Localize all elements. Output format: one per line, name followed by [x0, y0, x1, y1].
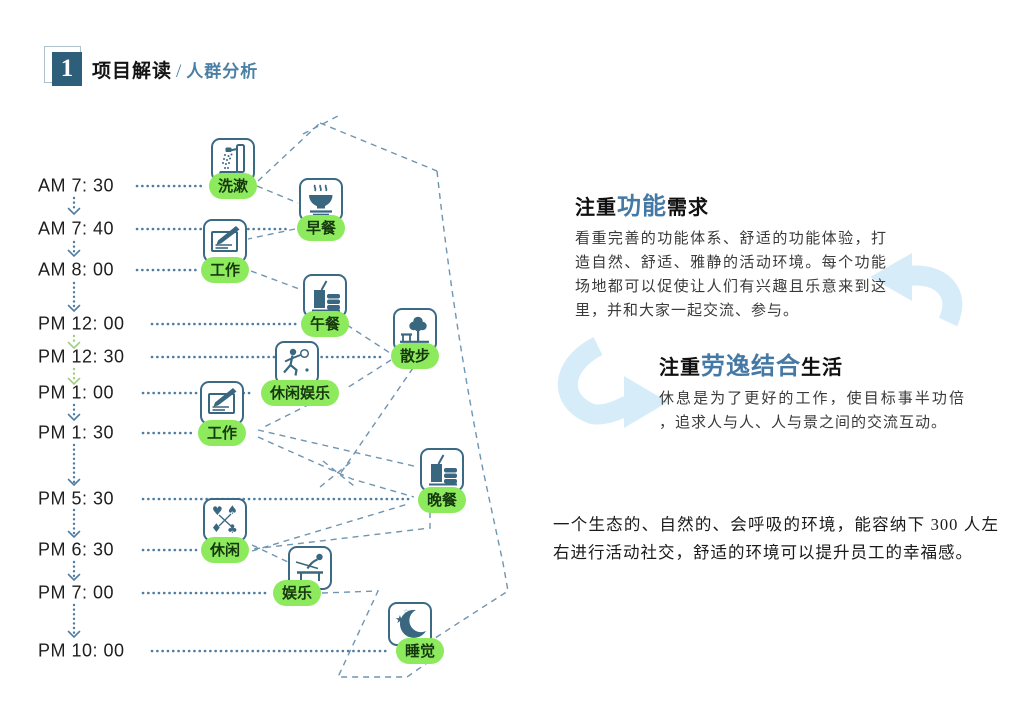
- note-title-prefix: 注重: [659, 357, 701, 379]
- time-label: PM 1: 00: [38, 382, 115, 403]
- breakfast-icon: [299, 178, 343, 222]
- time-label: PM 7: 00: [38, 582, 115, 603]
- time-label: PM 1: 30: [38, 422, 115, 443]
- lunch-icon: [303, 274, 347, 318]
- title-sub: 人群分析: [186, 62, 259, 81]
- activity-label: 休闲: [200, 537, 250, 563]
- note-function-needs: 注重功能需求 看重完善的功能体系、舒适的功能体验，打造自然、舒适、雅静的活动环境…: [575, 186, 887, 323]
- summary-text: 一个生态的、自然的、会呼吸的环境，能容纳下 300 人左右进行活动社交，舒适的环…: [553, 515, 999, 562]
- time-label: PM 10: 00: [38, 640, 125, 661]
- activity-label: 工作: [200, 257, 250, 283]
- time-label: AM 7: 30: [38, 175, 115, 196]
- activity-label: 晚餐: [417, 487, 467, 513]
- note-title-highlight: 功能: [617, 194, 667, 220]
- page-title: 项目解读/人群分析: [92, 56, 258, 83]
- section-number: 1: [52, 52, 82, 86]
- time-label: AM 7: 40: [38, 218, 115, 239]
- title-main: 项目解读: [92, 61, 173, 82]
- svg-text:♥: ♥: [212, 504, 223, 518]
- note-title-prefix: 注重: [575, 197, 617, 219]
- activity-label: 睡觉: [395, 638, 445, 664]
- activity-label: 散步: [390, 343, 440, 369]
- note-body: 看重完善的功能体系、舒适的功能体验，打造自然、舒适、雅静的活动环境。每个功能场地…: [575, 231, 887, 319]
- note-title: 注重劳逸结合生活: [659, 346, 965, 381]
- note-title-highlight: 劳逸结合: [701, 354, 801, 380]
- curved-arrow-right-icon: [557, 337, 668, 428]
- svg-text:♦: ♦: [211, 521, 222, 535]
- note-body: 休息是为了更好的工作，使目标事半功倍 ，追求人与人、人与景之间的交流互动。: [659, 391, 965, 431]
- leisure-sports-icon: [275, 341, 319, 385]
- work-icon: [200, 381, 244, 425]
- time-label: PM 5: 30: [38, 488, 115, 509]
- svg-text:♣: ♣: [227, 522, 238, 536]
- title-separator: /: [176, 61, 183, 82]
- time-label: AM 8: 00: [38, 259, 115, 280]
- activity-label: 休闲娱乐: [260, 380, 340, 406]
- activity-label: 娱乐: [272, 580, 322, 606]
- activity-label: 洗漱: [208, 173, 258, 199]
- dinner-icon: [420, 448, 464, 492]
- note-title: 注重功能需求: [575, 186, 887, 221]
- note-title-suffix: 生活: [801, 357, 843, 379]
- note-title-suffix: 需求: [667, 197, 709, 219]
- note-work-rest-balance: 注重劳逸结合生活 休息是为了更好的工作，使目标事半功倍 ，追求人与人、人与景之间…: [659, 346, 965, 435]
- dotted-leaders: [135, 184, 412, 653]
- cards-icon: ♥ ♠ ♦ ♣: [203, 498, 247, 542]
- curved-arrow-left-icon: [870, 253, 963, 327]
- svg-text:★: ★: [395, 613, 405, 626]
- activity-label: 工作: [197, 420, 247, 446]
- svg-text:☆: ☆: [403, 608, 409, 616]
- svg-text:♠: ♠: [227, 503, 238, 517]
- activity-label: 早餐: [296, 215, 346, 241]
- time-label: PM 12: 30: [38, 346, 125, 367]
- time-label: PM 12: 00: [38, 313, 125, 334]
- time-label: PM 6: 30: [38, 539, 115, 560]
- activity-label: 午餐: [300, 311, 350, 337]
